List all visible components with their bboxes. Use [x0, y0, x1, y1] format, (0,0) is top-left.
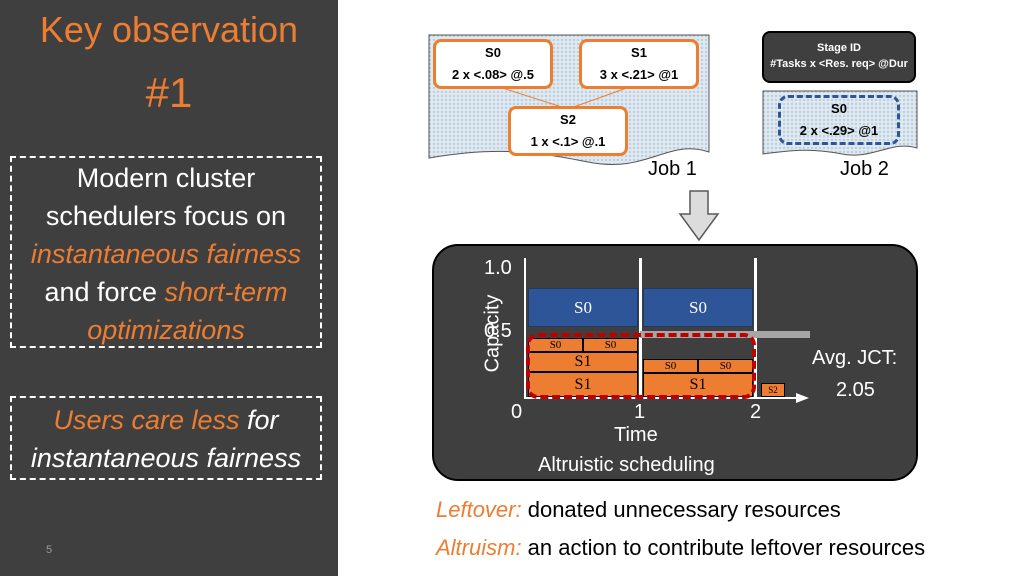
job2-label: Job 2 [840, 158, 889, 180]
block-job2-s0: S0 [643, 288, 753, 327]
stage-name: S1 [631, 45, 647, 60]
block-job1-s0: S0 [643, 359, 698, 373]
left-panel: Key observation #1 Modern cluster schedu… [0, 0, 338, 576]
users-box: Users care less for instantaneous fairne… [10, 396, 322, 480]
job2-document [762, 90, 918, 156]
legend-line2: #Tasks x <Res. req> @Dur [770, 58, 908, 70]
x-tick-0: 0 [511, 401, 523, 423]
time-divider-1 [639, 258, 642, 398]
job2-stage-s0: S0 2 x <.29> @1 [778, 95, 900, 145]
box2-line2: instantaneous fairness [30, 443, 302, 473]
box1-line2: schedulers focus on [45, 201, 287, 231]
legend-line1: Stage ID [816, 42, 861, 54]
slide-title: Key observation [39, 9, 299, 50]
block-job1-s2: S2 [761, 383, 785, 397]
box2-line1: Users care less for [12, 401, 320, 439]
observation-box: Modern cluster schedulers focus on insta… [10, 156, 322, 348]
box1-line1: Modern cluster [76, 163, 256, 193]
page-number: 5 [46, 544, 53, 556]
block-job2-s0: S0 [528, 288, 638, 327]
stage-desc: 1 x <.1> @.1 [530, 134, 606, 149]
job1-stage-s0: S0 2 x <.08> @.5 [433, 39, 553, 89]
box2-emph: Users care less [53, 405, 240, 435]
legend-box: Stage ID #Tasks x <Res. req> @Dur [762, 31, 916, 83]
stage-desc: 2 x <.08> @.5 [451, 67, 535, 82]
box2-plain: for [239, 405, 279, 435]
box1-line5: optimizations [87, 315, 245, 345]
box1-line3: instantaneous fairness [30, 239, 302, 269]
x-axis-arrow-icon [796, 393, 809, 403]
avg-jct-label: Avg. JCT: [812, 347, 898, 369]
stage-name: S0 [485, 45, 501, 60]
box1-line4-plain: and force [44, 277, 165, 307]
y-axis [524, 258, 526, 398]
altruism-term: Altruism: [436, 535, 522, 560]
y-tick-1: 1.0 [484, 257, 512, 279]
x-tick-2: 2 [750, 401, 762, 423]
leftover-text: donated unnecessary resources [521, 497, 841, 522]
stage-name: S0 [831, 101, 847, 116]
job1-stage-s2: S2 1 x <.1> @.1 [508, 106, 628, 156]
stage-name: S2 [560, 112, 576, 127]
block-job1-s0: S0 [698, 359, 753, 373]
stage-desc: 2 x <.29> @1 [799, 123, 879, 138]
box1-line4: and force short-term [12, 273, 320, 311]
down-arrow-icon [678, 190, 720, 242]
leftover-highlight [526, 333, 756, 399]
stage-desc: 3 x <.21> @1 [599, 67, 679, 82]
time-divider-2 [754, 258, 757, 398]
job1-label: Job 1 [648, 158, 697, 180]
y-tick-0-5: 0.5 [484, 320, 512, 342]
altruism-definition: Altruism: an action to contribute leftov… [436, 535, 925, 561]
leftover-term: Leftover: [436, 497, 522, 522]
y-axis-label: Capacity [481, 294, 504, 373]
chart-caption: Altruistic scheduling [538, 454, 715, 476]
leftover-definition: Leftover: donated unnecessary resources [436, 497, 841, 523]
avg-jct-value: 2.05 [836, 379, 875, 401]
block-job1-s0: S0 [583, 338, 638, 352]
x-tick-1: 1 [634, 401, 646, 423]
job1-stage-s1: S1 3 x <.21> @1 [579, 39, 699, 89]
slide-subtitle: #1 [145, 69, 193, 116]
x-axis-label: Time [614, 424, 658, 446]
altruism-text: an action to contribute leftover resourc… [521, 535, 926, 560]
box1-line4-emph: short-term [164, 277, 288, 307]
